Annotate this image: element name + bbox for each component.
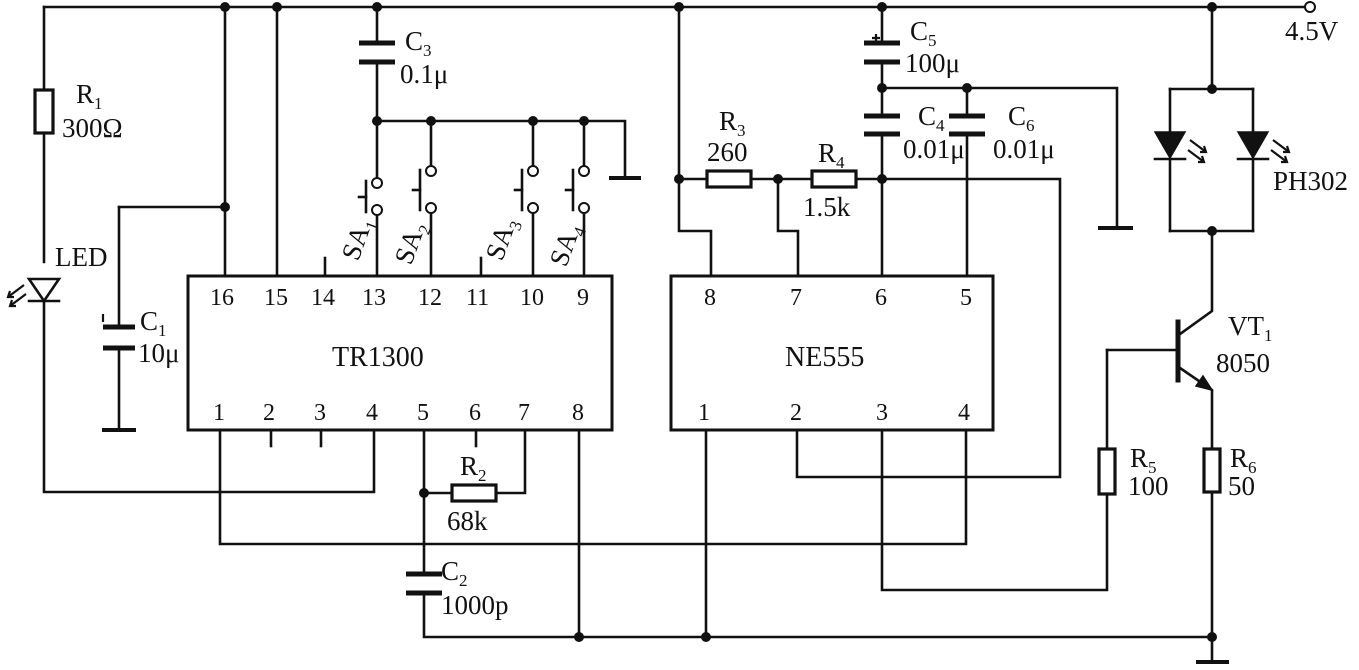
ph302-label: PH302 (1273, 166, 1348, 196)
capacitor-c6: C6 0.01μ (949, 101, 1055, 164)
tr1300-pin-10: 10 (520, 285, 544, 311)
ne555-pin-3: 3 (876, 400, 888, 426)
switch-sa3: SA3 (479, 165, 539, 265)
tr1300-pin-6: 6 (469, 400, 481, 426)
transistor-vt1: VT1 8050 (1175, 311, 1273, 392)
svg-text:C6: C6 (1008, 101, 1035, 135)
tr1300-pin-4: 4 (366, 400, 378, 426)
switch-sa4: SA4 (543, 165, 590, 270)
r4-value: 1.5k (803, 192, 851, 222)
svg-text:R2: R2 (460, 451, 487, 485)
c3-value: 0.1μ (400, 59, 448, 89)
supply-terminal (1304, 1, 1316, 13)
c2-value: 1000p (441, 590, 509, 620)
svg-text:R1: R1 (76, 79, 103, 113)
tr1300-pin-13: 13 (362, 285, 386, 311)
switch-sa2: SA2 (388, 165, 437, 269)
tr1300-pin-16: 16 (210, 285, 234, 311)
c1-value: 10μ (138, 338, 179, 368)
capacitor-c1: C1 10μ (101, 306, 179, 368)
tr1300-pin-12: 12 (418, 285, 442, 311)
tr1300-pin-8: 8 (572, 400, 584, 426)
wires (42, 1, 1316, 664)
ph302-emitters: PH302 (1153, 131, 1348, 196)
vt1-part: 8050 (1216, 348, 1270, 378)
sa2-label: SA2 (388, 217, 435, 269)
ic-tr1300: TR1300 16 15 14 13 12 11 10 9 1 2 3 4 5 … (186, 274, 614, 432)
supply-voltage-label: 4.5V (1285, 16, 1339, 46)
svg-text:C4: C4 (918, 101, 945, 135)
sa1-label: SA1 (335, 213, 382, 265)
tr1300-pin-11: 11 (466, 285, 489, 311)
ne555-pin-1: 1 (698, 400, 710, 426)
c6-value: 0.01μ (993, 134, 1055, 164)
led-label: LED (55, 242, 107, 272)
ne555-pin-7: 7 (790, 285, 802, 311)
svg-text:C3: C3 (405, 26, 432, 60)
capacitor-c4: C4 0.01μ (864, 101, 965, 164)
ne555-pin-5: 5 (960, 285, 972, 311)
resistor-r3: R3 260 (705, 106, 753, 189)
sa3-label: SA3 (479, 213, 526, 265)
tr1300-pin-9: 9 (577, 285, 589, 311)
svg-text:VT1: VT1 (1228, 311, 1273, 345)
capacitor-c2: C2 1000p (406, 556, 509, 620)
c4-value: 0.01μ (903, 134, 965, 164)
resistor-r5: R5 100 (1097, 443, 1169, 501)
capacitor-c5: C5 100μ (864, 16, 960, 78)
ground-symbols (102, 176, 1229, 664)
resistor-r6: R6 50 (1202, 443, 1257, 501)
tr1300-pin-14: 14 (311, 285, 335, 311)
ne555-pin-4: 4 (958, 400, 970, 426)
svg-text:C5: C5 (910, 16, 937, 50)
svg-text:C1: C1 (140, 306, 167, 340)
svg-text:C2: C2 (441, 556, 468, 590)
tr1300-pin-3: 3 (314, 400, 326, 426)
switch-sa1: SA1 (335, 177, 383, 265)
c5-value: 100μ (905, 48, 960, 78)
ic-tr1300-name: TR1300 (332, 342, 424, 373)
ne555-pin-8: 8 (704, 285, 716, 311)
r2-value: 68k (447, 506, 488, 536)
resistor-r2: R2 68k (447, 451, 498, 536)
r5-value: 100 (1128, 471, 1169, 501)
resistor-r4: R4 1.5k (803, 138, 858, 222)
r3-value: 260 (707, 137, 748, 167)
capacitor-c3: C3 0.1μ (359, 26, 448, 89)
led-diode: LED (6, 242, 107, 308)
resistor-r1: R1 300Ω (33, 79, 123, 143)
svg-text:R5: R5 (1130, 443, 1157, 477)
r1-value: 300Ω (62, 113, 123, 143)
tr1300-pin-15: 15 (264, 285, 288, 311)
junction-dots (220, 2, 1217, 642)
svg-text:R3: R3 (719, 106, 746, 140)
ne555-pin-6: 6 (875, 285, 887, 311)
tr1300-pin-5: 5 (417, 400, 429, 426)
svg-text:R4: R4 (818, 138, 845, 172)
tr1300-pin-1: 1 (213, 400, 225, 426)
tr1300-pin-2: 2 (263, 400, 275, 426)
ne555-pin-2: 2 (790, 400, 802, 426)
ic-ne555-name: NE555 (785, 342, 864, 373)
r6-value: 50 (1228, 471, 1255, 501)
tr1300-pin-7: 7 (518, 400, 530, 426)
svg-text:R6: R6 (1230, 443, 1257, 477)
ic-ne555: NE555 8 7 6 5 1 2 3 4 (669, 274, 995, 432)
